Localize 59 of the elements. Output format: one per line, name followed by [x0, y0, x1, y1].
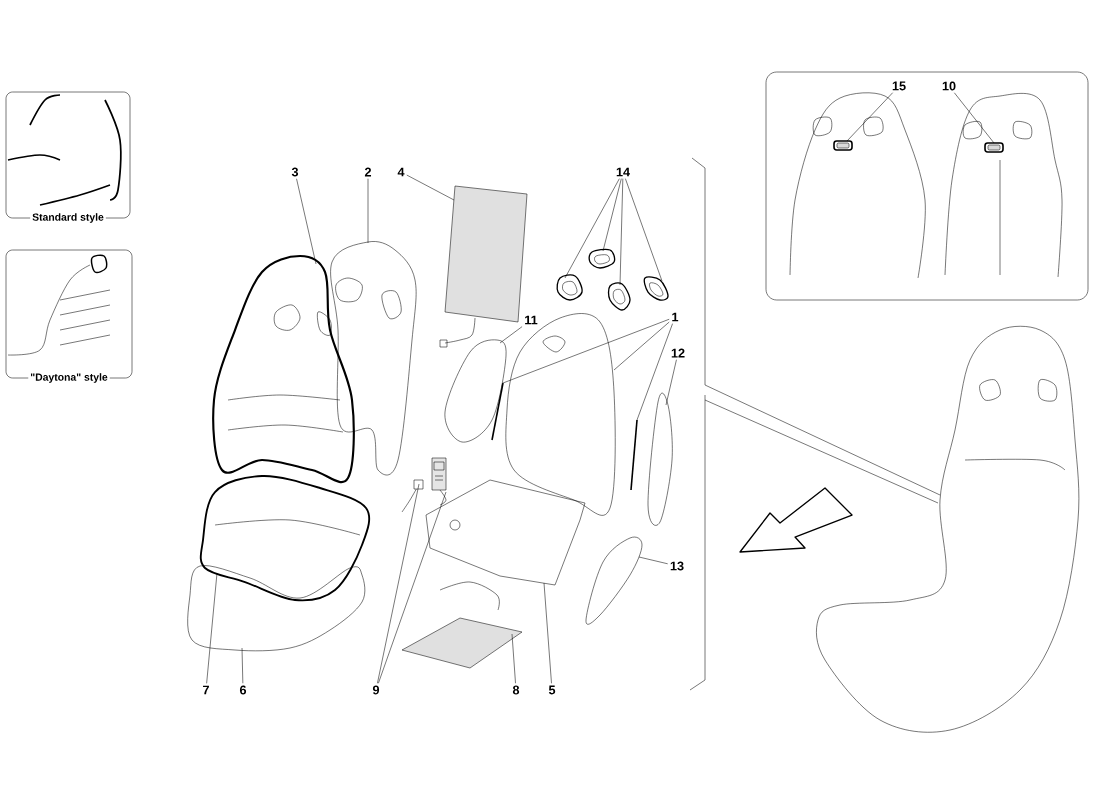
leader-line	[406, 174, 455, 201]
heating-mat-drawing	[401, 581, 523, 669]
leader-line	[241, 647, 244, 684]
callout-number: 13	[670, 561, 684, 571]
callout-number: 11	[525, 315, 538, 325]
trim-ring-drawing	[588, 248, 616, 269]
backrest-padding-drawing	[330, 241, 417, 476]
seat-frame-drawing	[505, 313, 616, 516]
leader-line	[625, 178, 663, 282]
callout-number: 15	[892, 81, 906, 91]
callout-number: 4	[397, 167, 405, 177]
callout-number: 3	[291, 167, 299, 177]
rod-drawing	[491, 382, 504, 441]
leader-line	[954, 92, 995, 144]
side-panel-drawing	[647, 392, 673, 526]
callout-number: 6	[239, 685, 247, 695]
callout-number: 12	[671, 348, 685, 358]
callout-number: 14	[616, 167, 630, 177]
leader-line	[638, 556, 668, 565]
callout-number: 7	[203, 685, 209, 695]
callout-number: 10	[942, 81, 956, 91]
leader-line	[613, 321, 670, 371]
callout-number: 5	[548, 685, 556, 695]
trim-ring-drawing	[607, 282, 631, 311]
handle-drawing	[984, 142, 1004, 153]
connector-drawing	[401, 479, 424, 513]
leader-line	[206, 572, 218, 684]
leader-line	[378, 491, 447, 684]
leader-line	[636, 323, 673, 421]
callout-number: 2	[364, 167, 372, 177]
leader-line	[502, 318, 670, 384]
leader-line	[564, 178, 620, 279]
callout-number: 9	[372, 685, 380, 695]
side-trim-drawing	[585, 536, 643, 625]
seat-base-drawing	[187, 565, 366, 652]
leader-line	[367, 178, 369, 244]
trim-ring-drawing	[556, 274, 583, 301]
leader-line	[511, 633, 516, 684]
side-panel-drawing	[444, 339, 507, 443]
leader-line	[619, 178, 624, 286]
seat-cushion-drawing	[199, 475, 371, 602]
trim-ring-drawing	[643, 276, 669, 301]
handle-drawing	[833, 140, 853, 151]
callout-number: 8	[512, 685, 520, 695]
seat-back-cover-drawing	[212, 254, 355, 484]
inset-panel: "Daytona" style	[5, 249, 133, 385]
inset-panel: Standard style	[5, 91, 131, 225]
callout-number: 1	[672, 312, 679, 322]
leader-line	[543, 582, 552, 684]
rod-drawing	[630, 419, 638, 491]
inset-frame	[765, 71, 1089, 301]
leader-line	[377, 483, 420, 684]
leader-line	[296, 178, 317, 265]
leader-line	[499, 326, 523, 344]
seat-pan-drawing	[425, 479, 586, 586]
seat-belt-buckle-drawing	[431, 457, 447, 506]
leader-line	[602, 178, 622, 252]
leader-line	[665, 359, 677, 406]
leader-line	[846, 92, 893, 142]
